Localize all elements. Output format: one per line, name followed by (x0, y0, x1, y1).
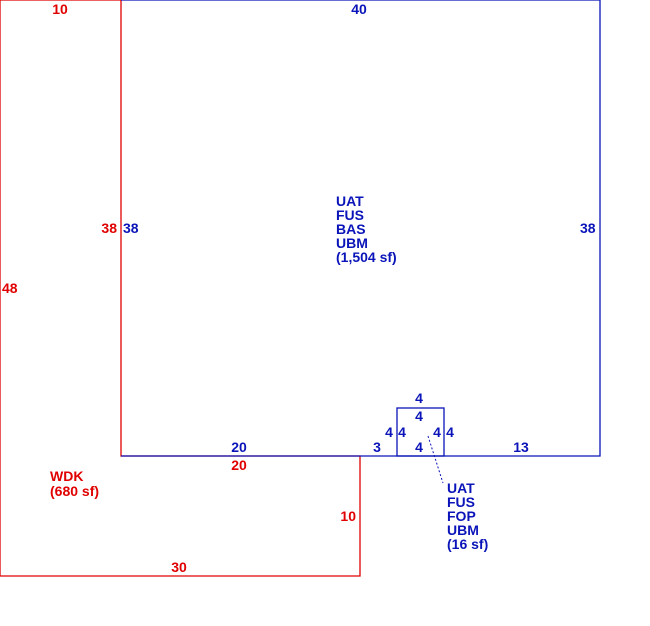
main-code-1: UAT (336, 193, 364, 209)
main-top-dim: 40 (351, 1, 367, 17)
deck-bottom-dim: 30 (171, 559, 187, 575)
main-right-dim: 38 (580, 220, 596, 236)
deck-area-size: (680 sf) (50, 483, 99, 499)
porch-top-outer-dim: 4 (415, 390, 423, 406)
porch-outline (396, 407, 445, 457)
porch-code-4: UBM (447, 522, 479, 538)
main-bottom-left-dim: 20 (231, 439, 247, 455)
main-code-2: FUS (336, 207, 364, 223)
porch-top-inner-dim: 4 (415, 408, 423, 424)
porch-code-2: FUS (447, 494, 475, 510)
main-area-outline (121, 0, 601, 457)
main-area-size: (1,504 sf) (336, 249, 397, 265)
porch-area-size: (16 sf) (447, 536, 488, 552)
main-bottom-gap-dim: 3 (373, 439, 381, 455)
deck-inner-bottom-dim: 20 (231, 457, 247, 473)
main-code-4: UBM (336, 235, 368, 251)
porch-leader-line (427, 435, 444, 484)
main-left-dim: 38 (123, 220, 139, 236)
porch-right-outer-dim: 4 (446, 424, 454, 440)
porch-right-inner-dim: 4 (433, 424, 441, 440)
porch-code-3: FOP (447, 508, 476, 524)
deck-inner-left-dim: 38 (101, 220, 117, 236)
deck-left-dim: 48 (2, 280, 18, 296)
porch-left-outer-dim: 4 (385, 424, 393, 440)
deck-top-dim: 10 (52, 1, 68, 17)
porch-code-1: UAT (447, 480, 475, 496)
porch-bottom-inner-dim: 4 (415, 439, 423, 455)
porch-left-inner-dim: 4 (398, 424, 406, 440)
deck-right-dim: 10 (340, 508, 356, 524)
main-bottom-right-dim: 13 (513, 439, 529, 455)
main-code-3: BAS (336, 221, 366, 237)
deck-code-1: WDK (50, 468, 83, 484)
